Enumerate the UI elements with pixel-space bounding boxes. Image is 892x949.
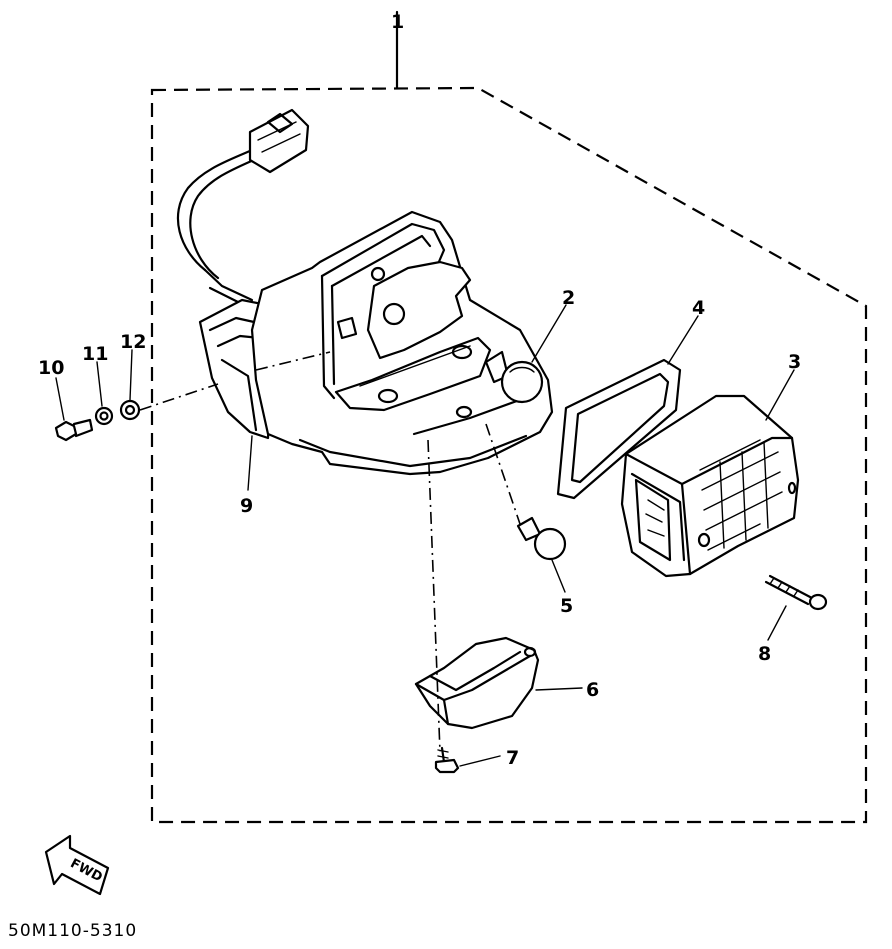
callout-8: 8 bbox=[758, 643, 771, 665]
lens-pattern bbox=[645, 439, 783, 551]
callout-1: 1 bbox=[391, 11, 404, 33]
callout-11: 11 bbox=[82, 343, 108, 365]
bulb-main bbox=[484, 350, 544, 404]
leader-lines bbox=[55, 304, 795, 767]
wire-harness bbox=[176, 108, 310, 304]
bulb-small bbox=[516, 516, 567, 561]
assembly-boundary bbox=[150, 10, 868, 824]
callout-2: 2 bbox=[562, 287, 575, 309]
callout-4: 4 bbox=[692, 297, 705, 319]
drawing-code: 50M110-5310 bbox=[8, 921, 137, 941]
callout-12: 12 bbox=[120, 331, 146, 353]
callout-3: 3 bbox=[788, 351, 801, 373]
fwd-arrow-icon: FWD bbox=[44, 834, 110, 896]
lens bbox=[620, 394, 800, 578]
mount-washer bbox=[94, 406, 114, 426]
cover-screw bbox=[434, 746, 460, 774]
callout-5: 5 bbox=[560, 595, 573, 617]
connector bbox=[248, 108, 310, 174]
mount-bolt bbox=[54, 418, 94, 442]
center-lines bbox=[139, 351, 521, 753]
callout-6: 6 bbox=[586, 679, 599, 701]
callouts: 1 2 3 4 5 6 7 8 9 10 11 12 bbox=[38, 11, 801, 769]
taillight-housing bbox=[198, 210, 554, 476]
callout-9: 9 bbox=[240, 495, 253, 517]
lens-gasket bbox=[556, 358, 682, 500]
callout-7: 7 bbox=[506, 747, 519, 769]
callout-10: 10 bbox=[38, 357, 64, 379]
lens-screw bbox=[764, 574, 828, 611]
reflector bbox=[366, 260, 472, 360]
mount-nut bbox=[119, 399, 141, 421]
license-light-cover bbox=[414, 636, 540, 730]
